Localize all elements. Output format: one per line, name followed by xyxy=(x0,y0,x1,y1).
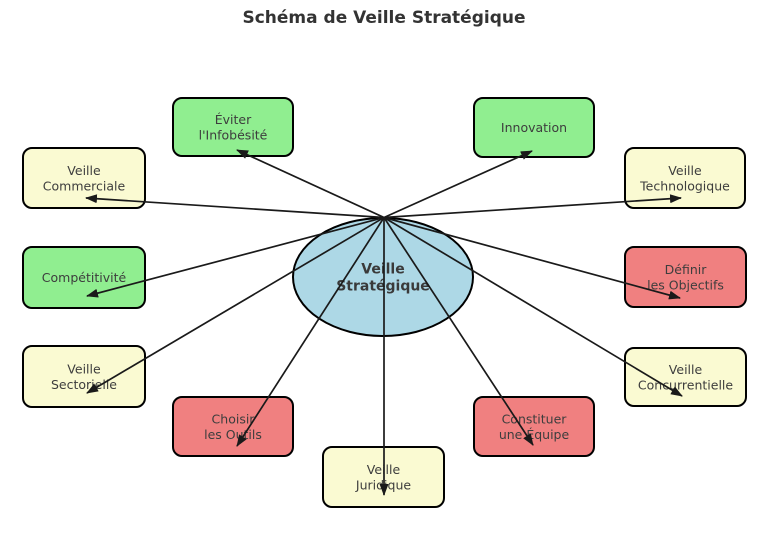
node-box-veille-sectorielle xyxy=(22,345,146,408)
node-label-definir-les-objectifs-line: Définir xyxy=(665,262,708,277)
node-label-definir-les-objectifs-line: les Objectifs xyxy=(647,277,724,292)
node-box-eviter-infobesite xyxy=(172,97,294,157)
node-label-veille-sectorielle-line: Sectorielle xyxy=(51,377,117,392)
node-label-veille-sectorielle-line: Veille xyxy=(67,361,101,376)
arrow-to-constituer-une-equipe xyxy=(383,217,534,446)
arrows-layer xyxy=(85,149,683,496)
arrow-to-veille-sectorielle xyxy=(86,216,385,394)
node-label-veille-concurrentielle-line: Veille xyxy=(669,362,703,377)
node-label-veille-commerciale-line: Veille xyxy=(67,163,101,178)
node-label-veille-technologique-line: Technologique xyxy=(639,178,730,193)
node-label-veille-concurrentielle-line: Concurrentielle xyxy=(638,377,734,392)
node-box-constituer-une-equipe xyxy=(473,396,595,457)
node-box-innovation xyxy=(473,97,595,158)
node-label-constituer-une-equipe-line: une Équipe xyxy=(499,427,570,442)
center-label-veille-strategique-line: Stratégique xyxy=(336,279,430,295)
node-label-veille-juridique-line: Juridique xyxy=(355,477,411,492)
node-label-innovation: Innovation xyxy=(501,120,567,135)
node-label-veille-technologique-line: Veille xyxy=(668,163,702,178)
node-label-choisir-les-outils-line: Choisir xyxy=(212,411,256,426)
node-box-competitivite xyxy=(22,246,146,309)
diagram-title: Schéma de Veille Stratégique xyxy=(242,8,525,28)
node-label-eviter-infobesite-line: Éviter xyxy=(215,112,252,127)
arrow-to-veille-commerciale xyxy=(85,194,385,219)
center-label-veille-strategique-line: Veille xyxy=(361,262,404,278)
node-label-eviter-infobesite-line: l'Infobésité xyxy=(199,127,268,142)
arrow-to-definir-les-objectifs xyxy=(383,216,681,300)
arrow-to-competitivite xyxy=(86,216,385,298)
node-box-veille-commerciale xyxy=(22,147,146,209)
node-label-veille-commerciale-line: Commerciale xyxy=(43,178,126,193)
node-label-choisir-les-outils-line: les Outils xyxy=(204,427,262,442)
arrow-to-veille-technologique xyxy=(383,194,682,219)
arrow-to-eviter-infobesite xyxy=(236,149,385,219)
node-box-veille-technologique xyxy=(624,147,746,209)
node-label-innovation-line: Innovation xyxy=(501,120,567,135)
arrow-to-innovation xyxy=(383,150,533,219)
node-label-competitivite-line: Compétitivité xyxy=(42,270,127,285)
node-box-choisir-les-outils xyxy=(172,396,294,457)
arrow-to-choisir-les-outils xyxy=(236,217,385,447)
node-label-competitivite: Compétitivité xyxy=(42,270,127,285)
node-box-veille-concurrentielle xyxy=(624,347,747,407)
arrow-to-veille-concurrentielle xyxy=(383,216,683,397)
node-boxes-layer xyxy=(22,97,747,508)
